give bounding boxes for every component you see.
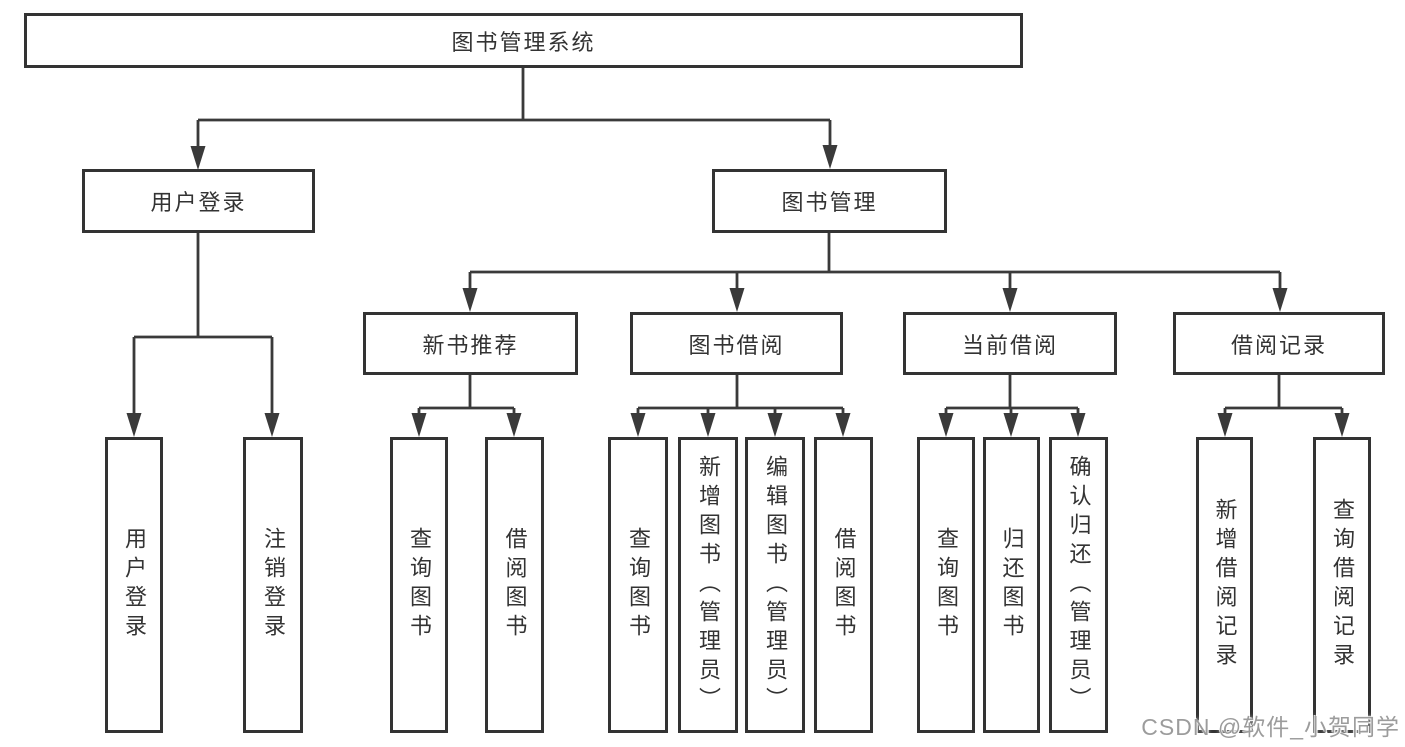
- leaf-logout: 注销登录: [243, 437, 303, 733]
- node-label: 注销登录: [261, 527, 286, 643]
- node-label: 当前借阅: [961, 332, 1058, 358]
- node-label: 新增图书（管理员）: [696, 454, 721, 716]
- edges-book-management-to-level3: [462, 233, 1288, 312]
- edges-book-borrow-to-leaves: [630, 375, 851, 437]
- leaf-query-books-2: 查询图书: [608, 437, 668, 733]
- csdn-watermark: CSDN @软件_小贺同学: [1141, 714, 1400, 740]
- node-label: 用户登录: [150, 190, 247, 215]
- leaf-query-borrow-record: 查询借阅记录: [1313, 437, 1371, 733]
- leaf-add-borrow-record: 新增借阅记录: [1196, 437, 1253, 733]
- node-library-management-system: 图书管理系统: [24, 13, 1023, 68]
- node-label: 图书借阅: [688, 332, 785, 358]
- leaf-user-login: 用户登录: [105, 437, 163, 733]
- node-label: 归还图书: [999, 527, 1025, 643]
- node-label: 编辑图书（管理员）: [763, 454, 788, 716]
- node-label: 借阅图书: [831, 527, 857, 643]
- leaf-confirm-return-admin: 确认归还（管理员）: [1049, 437, 1108, 733]
- node-label: 用户登录: [122, 527, 147, 643]
- node-new-book-recommend: 新书推荐: [363, 312, 578, 375]
- node-book-management: 图书管理: [712, 169, 947, 233]
- edges-borrow-record-to-leaves: [1217, 375, 1350, 437]
- leaf-query-books-3: 查询图书: [917, 437, 975, 733]
- leaf-return-books: 归还图书: [983, 437, 1040, 733]
- node-label: 借阅图书: [502, 527, 528, 643]
- node-label: 借阅记录: [1230, 332, 1327, 358]
- edges-new-book-to-leaves: [411, 375, 522, 437]
- node-label: 查询借阅记录: [1330, 498, 1355, 672]
- node-label: 新书推荐: [422, 332, 519, 358]
- edges-root-to-level2: [190, 68, 838, 170]
- node-current-borrow: 当前借阅: [903, 312, 1117, 375]
- edges-user-login-to-leaves: [126, 233, 280, 437]
- node-label: 查询图书: [626, 527, 651, 643]
- node-label: 图书管理系统: [451, 29, 596, 55]
- node-label: 新增借阅记录: [1212, 498, 1238, 672]
- node-label: 确认归还（管理员）: [1066, 454, 1092, 716]
- node-label: 查询图书: [407, 527, 432, 643]
- node-user-login: 用户登录: [82, 169, 315, 233]
- leaf-add-books-admin: 新增图书（管理员）: [678, 437, 738, 733]
- leaf-query-books-1: 查询图书: [390, 437, 448, 733]
- node-label: 查询图书: [934, 527, 959, 643]
- leaf-edit-books-admin: 编辑图书（管理员）: [745, 437, 805, 733]
- node-book-borrow: 图书借阅: [630, 312, 843, 375]
- edges-current-borrow-to-leaves: [938, 375, 1086, 437]
- node-borrow-record: 借阅记录: [1173, 312, 1385, 375]
- node-label: 图书管理: [781, 190, 878, 215]
- leaf-borrow-books-1: 借阅图书: [485, 437, 544, 733]
- leaf-borrow-books-2: 借阅图书: [814, 437, 873, 733]
